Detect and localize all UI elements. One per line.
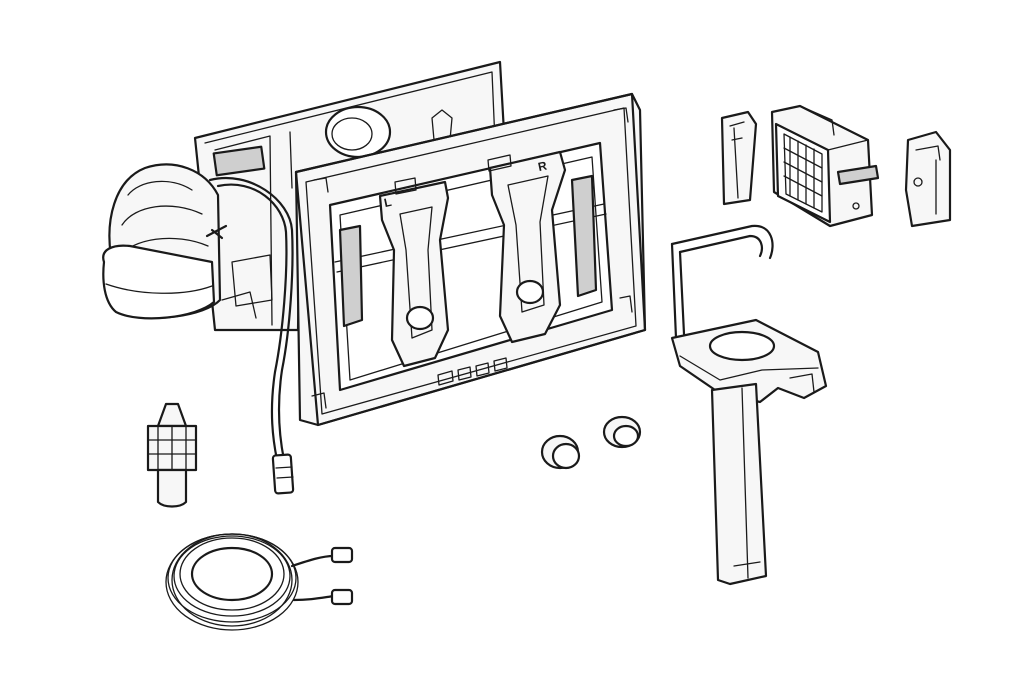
holder-clips: [720, 110, 952, 228]
support-bracket: [670, 224, 828, 586]
frame-label-left: L: [383, 195, 393, 210]
actuator-mounting-frame: L R: [294, 92, 647, 427]
flush-mechanism-housing: [102, 60, 507, 332]
cable-coil: [165, 533, 354, 631]
connection-cable: [208, 177, 295, 495]
filter-cartridge: [770, 104, 880, 228]
frame-label-right: R: [537, 159, 549, 175]
water-connector: [146, 402, 198, 508]
protective-caps: [540, 415, 642, 470]
